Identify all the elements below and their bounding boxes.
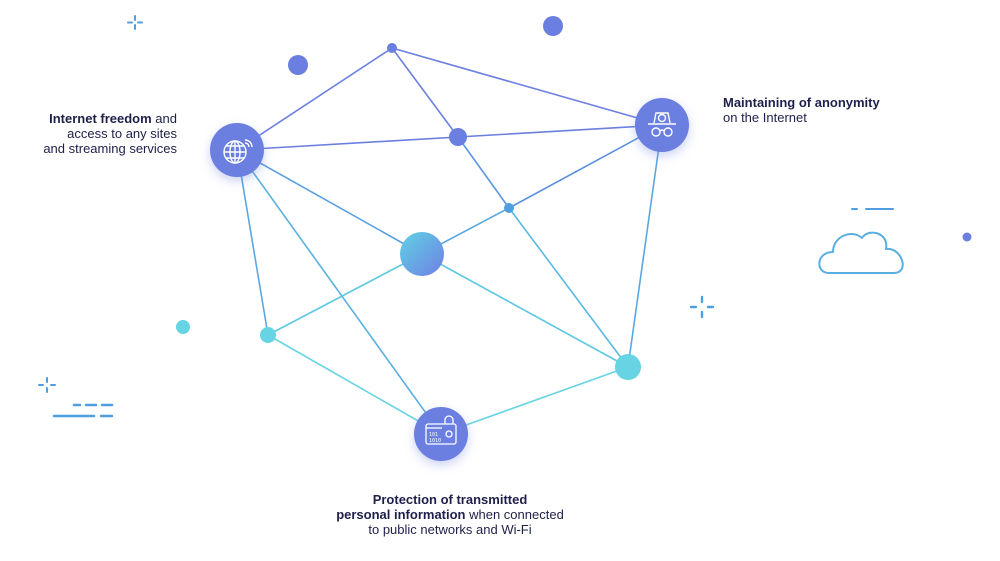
network-node	[387, 43, 397, 53]
network-node	[449, 128, 467, 146]
connection-line	[627, 124, 663, 368]
decorative-dot	[962, 232, 972, 242]
connection-line	[457, 136, 510, 209]
feature-label-freedom: Internet freedom and access to any sites…	[20, 111, 177, 156]
sparkle-icon	[38, 377, 56, 393]
connection-line	[440, 366, 629, 435]
network-node	[260, 327, 276, 343]
connection-line	[508, 207, 629, 368]
sparkle-icon	[127, 15, 143, 30]
globe-wifi-icon	[223, 139, 253, 164]
center-node	[400, 232, 444, 276]
cloud-icon	[818, 231, 904, 274]
label-line: to public networks and Wi-Fi	[368, 522, 532, 537]
connection-line	[391, 47, 663, 126]
decorative-dot	[543, 16, 563, 36]
label-line: Maintaining of anonymity	[723, 95, 880, 110]
feature-label-protection: Protection of transmitted personal infor…	[330, 492, 570, 537]
connection-line	[267, 253, 423, 336]
network-node	[615, 354, 641, 380]
decorative-dot	[288, 55, 308, 75]
incognito-icon	[648, 112, 676, 137]
connection-line	[236, 149, 442, 435]
label-line: on the Internet	[723, 110, 807, 125]
label-line: Protection of transmitted	[372, 492, 528, 507]
label-line: and streaming services	[43, 141, 177, 156]
svg-text:1010: 1010	[429, 438, 441, 444]
connection-line	[236, 149, 269, 336]
feature-hub-protection: 101 1010	[414, 407, 468, 461]
sparkle-icon	[689, 295, 715, 319]
binary-lock-icon: 101 1010	[425, 415, 457, 445]
label-line: Internet freedom and	[49, 111, 177, 126]
feature-hub-freedom	[210, 123, 264, 177]
feature-label-anonymity: Maintaining of anonymity on the Internet	[723, 95, 923, 125]
label-line: personal information when connected	[336, 507, 564, 522]
connection-line	[508, 124, 663, 209]
feature-hub-anonymity	[635, 98, 689, 152]
network-node	[504, 203, 514, 213]
connection-lines	[236, 47, 663, 435]
dash-lines-decoration	[52, 403, 114, 418]
connection-line	[267, 334, 442, 435]
decorative-dot	[176, 320, 190, 334]
connection-line	[391, 47, 459, 138]
connection-line	[421, 253, 629, 368]
label-line: access to any sites	[67, 126, 177, 141]
connection-line	[236, 149, 423, 255]
connection-line	[236, 47, 393, 151]
svg-text:101: 101	[429, 432, 438, 438]
